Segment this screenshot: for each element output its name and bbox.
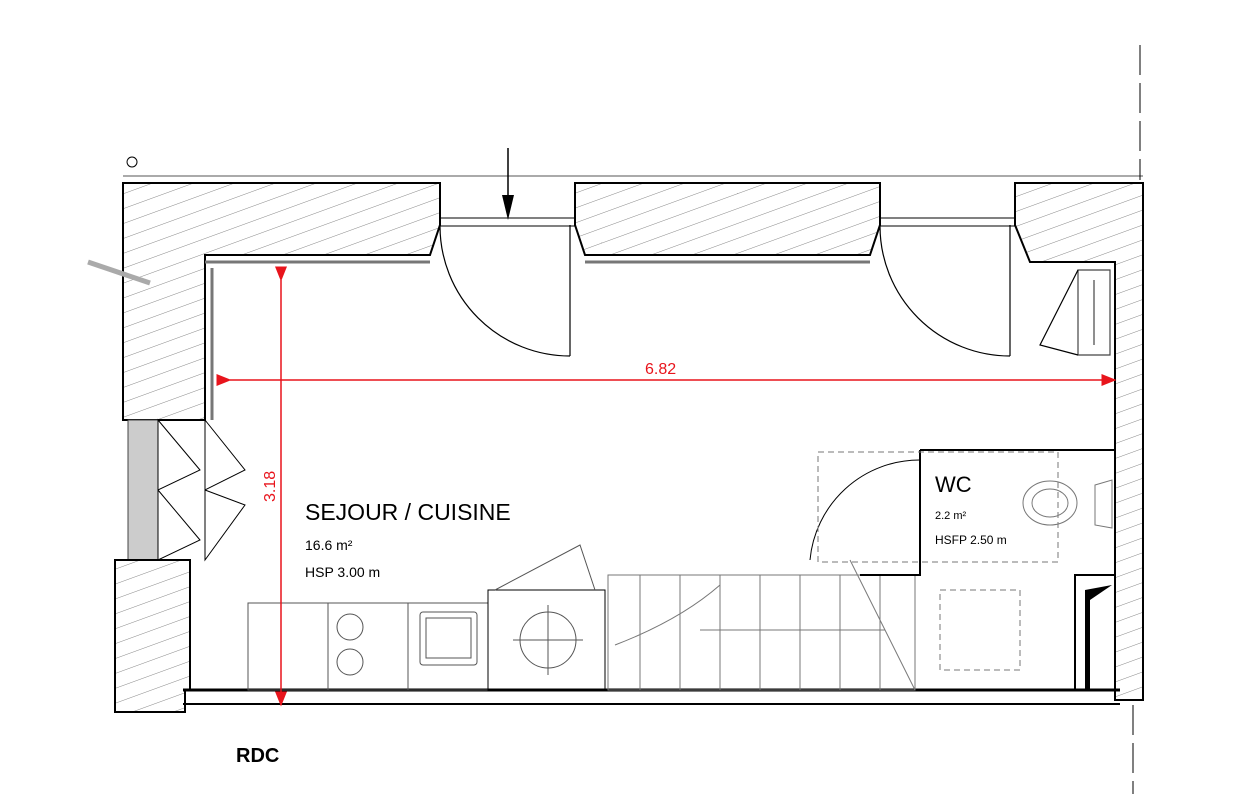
wc-area: 2.2 m² (935, 510, 967, 522)
staircase (607, 559, 916, 691)
door-swings (439, 225, 1111, 357)
hob-icon (336, 613, 364, 641)
level-label: RDC (236, 745, 279, 767)
kitchen-counter (247, 544, 606, 691)
room-name: SEJOUR / CUISINE (305, 499, 511, 525)
wc-name: WC (935, 472, 972, 497)
top-wall (122, 175, 1144, 701)
sink-icon (419, 611, 478, 666)
left-wall (87, 45, 1141, 794)
entrance-arrow-icon (502, 148, 514, 220)
dimension-lines (216, 266, 1117, 707)
toilet-icon (1022, 480, 1078, 526)
room-area: 16.6 m² (305, 537, 353, 553)
window-top-left (439, 217, 1016, 227)
wc-height: HSFP 2.50 m (935, 533, 1007, 547)
wc-room (809, 449, 1116, 691)
room-height: HSP 3.00 m (305, 564, 380, 580)
width-dimension: 6.82 (645, 361, 676, 378)
depth-dimension: 3.18 (262, 471, 279, 502)
